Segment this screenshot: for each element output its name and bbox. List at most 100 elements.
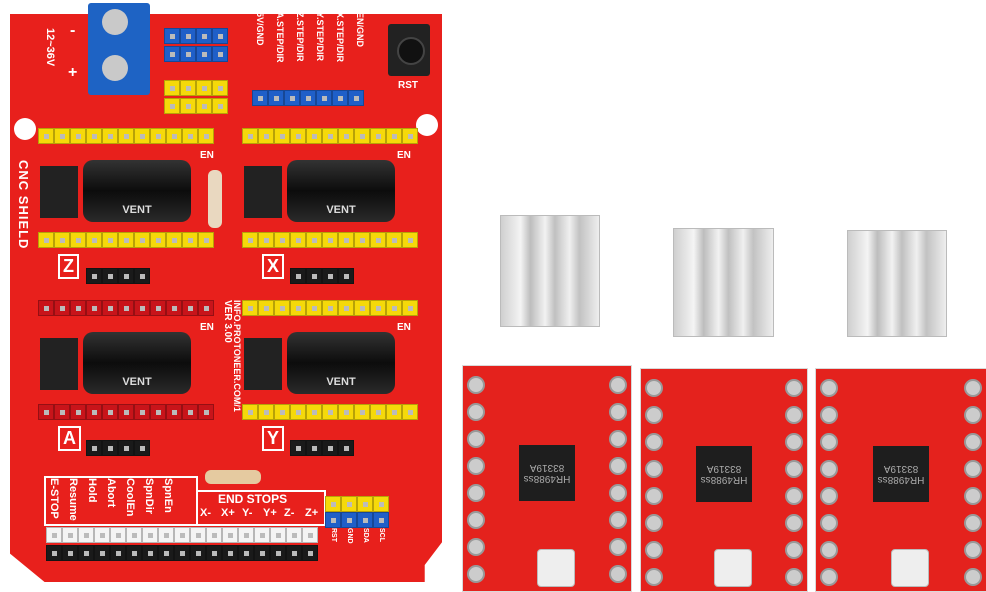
header-row: [164, 28, 228, 44]
header-pin: [118, 128, 134, 144]
solder-pad: [785, 541, 803, 559]
jumper-block: [40, 166, 78, 218]
solder-pad: [467, 430, 485, 448]
chip-text: HR4988ss: [523, 472, 571, 484]
cnc-shield-label: CNC SHIELD: [16, 160, 31, 250]
header-pin: [110, 527, 126, 543]
en-label: EN: [397, 150, 411, 161]
header-pin: [357, 512, 373, 528]
header-pin: [242, 128, 258, 144]
header-pin: [370, 300, 386, 316]
solder-pad: [609, 376, 627, 394]
solder-pad: [467, 565, 485, 583]
end-stop-label: Y-: [242, 507, 253, 519]
reset-label: RST: [398, 80, 418, 91]
header-pin: [402, 404, 418, 420]
header-pin: [102, 232, 118, 248]
header-pin: [198, 232, 214, 248]
solder-pad: [964, 433, 982, 451]
header-pin: [370, 232, 386, 248]
end-stop-label: Z+: [305, 507, 319, 519]
header-pin: [268, 90, 284, 106]
header-row: [164, 98, 228, 114]
header-pin: [102, 128, 118, 144]
header-pin: [338, 128, 354, 144]
chip-text: HR4988ss: [700, 474, 748, 485]
solder-pad: [609, 403, 627, 421]
header-pin: [254, 545, 270, 561]
top-pin-label: EN/GND: [355, 12, 365, 48]
header-pin: [348, 90, 364, 106]
power-terminal-block: [88, 3, 150, 95]
heatsink: [847, 230, 947, 337]
chip-text: 83319A: [529, 461, 565, 473]
header-pin: [322, 232, 338, 248]
reset-button[interactable]: [388, 24, 430, 76]
solder-pad: [645, 568, 663, 586]
potentiometer: [891, 549, 929, 587]
header-pin: [180, 46, 196, 62]
header-pin: [370, 404, 386, 420]
fuse: [208, 170, 222, 228]
potentiometer: [537, 549, 575, 587]
header-pin: [206, 527, 222, 543]
header-pin: [252, 90, 268, 106]
header-pin: [306, 404, 322, 420]
control-pin-label: SpnEn: [162, 478, 174, 513]
end-stop-label: X+: [221, 507, 235, 519]
header-pin: [166, 232, 182, 248]
capacitor: VENT: [83, 160, 191, 222]
solder-pad: [820, 568, 838, 586]
header-pin: [196, 80, 212, 96]
power-plus: +: [68, 64, 78, 81]
axis-label: Y: [262, 426, 285, 451]
top-pin-label: A.STEP/DIR: [275, 12, 285, 63]
header-pin: [370, 128, 386, 144]
header-pin: [142, 545, 158, 561]
solder-pad: [467, 538, 485, 556]
solder-pad: [820, 460, 838, 478]
header-pin: [118, 440, 134, 456]
header-pin: [306, 440, 322, 456]
header-pin: [338, 232, 354, 248]
end-stop-label: Y+: [263, 507, 277, 519]
heatsink: [673, 228, 774, 337]
header-pin: [166, 128, 182, 144]
potentiometer: [714, 549, 752, 587]
header-pin: [126, 527, 142, 543]
solder-pad: [609, 457, 627, 475]
resistor: [205, 470, 261, 484]
header-pin: [222, 545, 238, 561]
solder-pad: [609, 511, 627, 529]
header-pin: [196, 98, 212, 114]
mounting-hole: [416, 114, 438, 136]
solder-pad: [645, 379, 663, 397]
header-pin: [54, 232, 70, 248]
header-pin: [70, 404, 86, 420]
header-pin: [196, 28, 212, 44]
header-pin: [222, 527, 238, 543]
header-pin: [212, 28, 228, 44]
header-pin: [164, 28, 180, 44]
en-label: EN: [397, 322, 411, 333]
header-pin: [306, 268, 322, 284]
en-label: EN: [200, 150, 214, 161]
header-pin: [274, 300, 290, 316]
capacitor: VENT: [287, 160, 395, 222]
header-pin: [102, 300, 118, 316]
header-pin: [270, 527, 286, 543]
solder-pad: [645, 487, 663, 505]
i2c-header-yellow: [325, 496, 389, 512]
header-pin: [182, 300, 198, 316]
power-label: 12~36V: [44, 28, 56, 67]
header-pin: [322, 440, 338, 456]
header-pin: [402, 128, 418, 144]
header-pin: [402, 300, 418, 316]
header-pin: [86, 268, 102, 284]
header-pin: [306, 300, 322, 316]
header-pin: [300, 90, 316, 106]
header-pin: [306, 232, 322, 248]
axis-label: Z: [58, 254, 79, 279]
axis-header: [86, 440, 150, 456]
